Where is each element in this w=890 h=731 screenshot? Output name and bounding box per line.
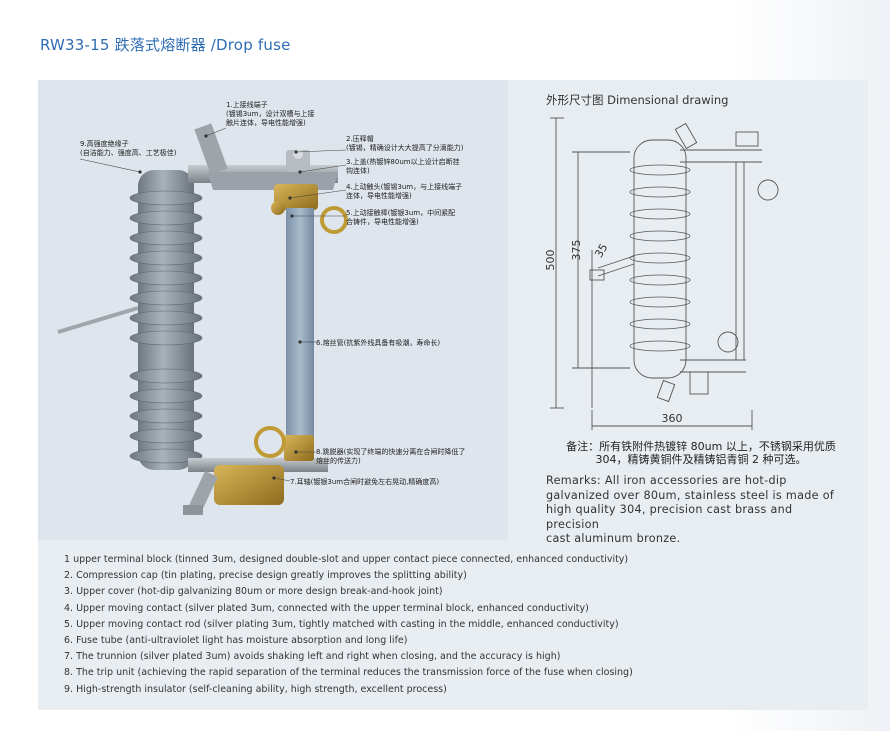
annotation-line: 连体，导电性能增强) — [346, 192, 412, 200]
dim-shed — [629, 208, 691, 220]
note-en-line: Remarks: All iron accessories are hot-di… — [546, 474, 787, 487]
dim-shed — [629, 164, 691, 176]
mounting-rod — [57, 306, 139, 334]
dim-35-label: 35 — [592, 241, 610, 260]
page-title: RW33-15 跌落式熔断器 /Drop fuse — [40, 36, 291, 54]
component-legend: 1 upper terminal block (tinned 3um, desi… — [64, 552, 633, 698]
insulator-shed — [129, 290, 203, 306]
annotation-a8: 8.跳脱器(实现了终端的快速分离在合闸时降低了熔丝的传送力) — [316, 448, 465, 466]
annotation-a2: 2.压释帽(镀锡，精确设计大大提高了分滴能力) — [346, 135, 463, 153]
insulator-shed — [129, 330, 203, 346]
note-english: Remarks: All iron accessories are hot-di… — [546, 474, 846, 547]
upper-terminal — [194, 123, 228, 175]
pull-ring-top — [320, 206, 348, 234]
annotation-line: 合铸件，导电性能增强) — [346, 218, 419, 226]
note-cn-line: 304，精铸黄铜件及精铸铝青铜 2 种可选。 — [595, 453, 807, 466]
dim-shed — [629, 318, 691, 330]
annotation-a6: 6.熔丝管(抗紫外线具备有吸潮，寿命长) — [316, 339, 440, 348]
annotation-line: 3.上盖(热镀锌80um以上设计启断挂 — [346, 158, 460, 166]
annotation-line: 熔丝的传送力) — [316, 457, 361, 465]
legend-item: 7. The trunnion (silver plated 3um) avoi… — [64, 651, 561, 663]
annotation-line: (镀锡，精确设计大大提高了分滴能力) — [346, 144, 464, 152]
annotation-line: 7.耳轴(镀银3um合闸时避免左右晃动,精确度高) — [290, 478, 440, 486]
insulator-shed — [129, 368, 203, 384]
legend-item: 3. Upper cover (hot-dip galvanizing 80um… — [64, 586, 443, 598]
annotation-line: 4.上动触头(镀锡3um，与上接线端子 — [346, 183, 463, 191]
annotation-line: 钩连体) — [346, 167, 370, 175]
annotation-line: (自洁能力、强度高、工艺极佳) — [80, 149, 177, 157]
insulator-shed — [129, 190, 203, 206]
dim-shed — [629, 296, 691, 308]
note-en-line: cast aluminum bronze. — [546, 532, 681, 545]
insulator — [129, 170, 203, 470]
drop-fuse-illustration — [57, 123, 348, 515]
fuse-tube — [286, 208, 314, 458]
annotation-a5: 5.上动接触棒(镀银3um，中间紧配合铸件，导电性能增强) — [346, 209, 455, 227]
trunnion — [284, 435, 314, 461]
annotation-a3: 3.上盖(热镀锌80um以上设计启断挂钩连体) — [346, 158, 460, 176]
insulator-shed — [129, 388, 203, 404]
legend-item: 8. The trip unit (achieving the rapid se… — [64, 667, 633, 679]
note-chinese: 备注：所有铁附件热镀锌 80um 以上，不锈钢采用优质 304，精铸黄铜件及精铸… — [551, 440, 851, 466]
dim-360-label: 360 — [662, 412, 683, 425]
dim-shed — [629, 340, 691, 352]
dim-375-label: 375 — [570, 240, 583, 261]
legend-item: 1 upper terminal block (tinned 3um, desi… — [64, 554, 629, 565]
annotation-line: 6.熔丝管(抗紫外线具备有吸潮，寿命长) — [316, 339, 441, 347]
annotation-line: 2.压释帽 — [346, 135, 374, 143]
note-en-line: galvanized over 80um, stainless steel is… — [546, 488, 835, 502]
annotation-line: 触片连体，导电性能增强) — [226, 119, 306, 127]
annotation-a1: 1.上接线端子(镀锡3um，设计双槽与上接触片连体，导电性能增强) — [226, 101, 314, 128]
upper-cover — [208, 172, 338, 190]
annotation-line: 1.上接线端子 — [226, 101, 268, 109]
legend-item: 5. Upper moving contact rod (silver plat… — [64, 618, 619, 630]
insulator-shed — [129, 428, 203, 444]
annotation-a7: 7.耳轴(镀银3um合闸时避免左右晃动,精确度高) — [290, 478, 439, 487]
pull-ring-bottom — [254, 426, 286, 458]
insulator-shed — [129, 250, 203, 266]
legend-item: 4. Upper moving contact (silver plated 3… — [64, 602, 589, 614]
note-cn-line: 备注：所有铁附件热镀锌 80um 以上，不锈钢采用优质 — [566, 440, 836, 453]
note-en-line: high quality 304, precision cast brass a… — [546, 503, 793, 531]
dimensional-drawing-title: 外形尺寸图 Dimensional drawing — [546, 93, 729, 107]
annotation-line: 9.高强度绝缘子 — [80, 140, 129, 148]
dim-500-label: 500 — [544, 250, 557, 271]
annotation-line: 5.上动接触棒(镀银3um，中间紧配 — [346, 209, 456, 217]
annotation-line: (镀锡3um，设计双槽与上接 — [226, 110, 315, 118]
insulator-shed — [129, 408, 203, 424]
insulator-shed — [129, 230, 203, 246]
insulator-shed — [129, 448, 203, 464]
dim-shed — [629, 274, 691, 286]
insulator-shed — [129, 310, 203, 326]
trip-unit — [214, 465, 284, 505]
legend-item: 9. High-strength insulator (self-cleanin… — [64, 683, 447, 695]
dimensional-drawing: 500 375 35 360 — [544, 117, 779, 430]
insulator-shed — [129, 210, 203, 226]
annotation-a9: 9.高强度绝缘子(自洁能力、强度高、工艺极佳) — [80, 140, 176, 158]
lower-terminal — [188, 470, 218, 514]
legend-item: 6. Fuse tube (anti-ultraviolet light has… — [64, 635, 408, 647]
legend-item: 2. Compression cap (tin plating, precise… — [64, 570, 467, 582]
insulator-shed — [129, 270, 203, 286]
annotation-a4: 4.上动触头(镀锡3um，与上接线端子连体，导电性能增强) — [346, 183, 462, 201]
dim-shed — [629, 230, 691, 242]
dim-shed — [629, 252, 691, 264]
annotation-line: 8.跳脱器(实现了终端的快速分离在合闸时降低了 — [316, 448, 466, 456]
dim-shed — [629, 186, 691, 198]
